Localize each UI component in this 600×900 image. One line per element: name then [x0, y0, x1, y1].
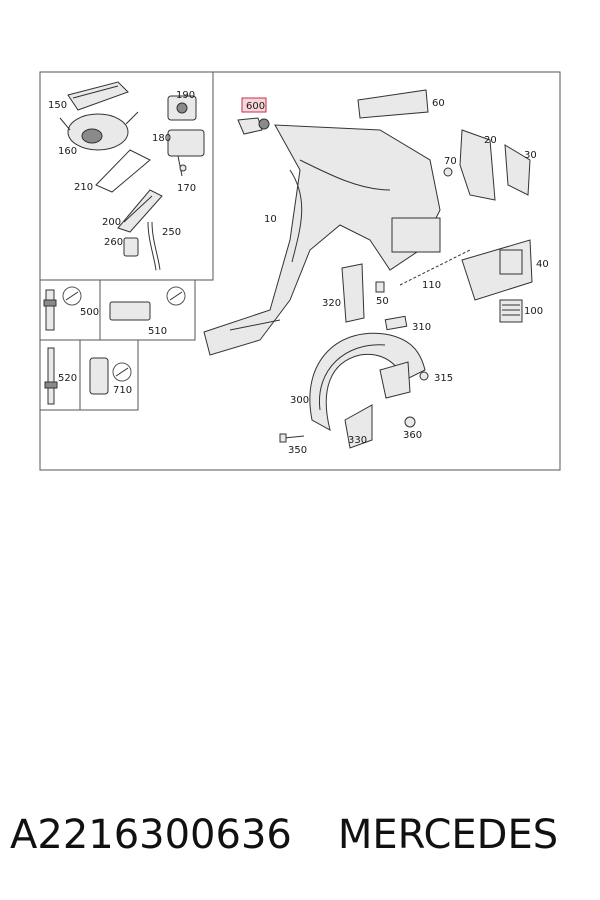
callout-320: 320	[322, 298, 341, 309]
rear-bracket-20	[459, 129, 496, 201]
fuel-door-cover	[67, 81, 129, 111]
grommet-70	[443, 167, 453, 177]
callout-210: 210	[74, 182, 93, 193]
callout-300: 300	[290, 395, 309, 406]
rear-bracket-30	[504, 144, 531, 196]
cartridge-710	[89, 357, 132, 395]
fuel-filler-housing	[59, 111, 139, 151]
drain-hose	[147, 221, 161, 271]
callout-710: 710	[113, 385, 132, 396]
vent-grille-100	[499, 299, 523, 323]
callout-180: 180	[152, 133, 171, 144]
inset-box-fuel-door	[40, 72, 214, 281]
callout-200: 200	[102, 217, 121, 228]
callout-40: 40	[536, 259, 549, 270]
trim-strip-60	[357, 89, 429, 119]
callout-10: 10	[264, 214, 277, 225]
product-footer: A2216300636 MERCEDES	[0, 800, 600, 870]
callout-30: 30	[524, 150, 537, 161]
diagram-frame	[39, 71, 561, 471]
callout-50: 50	[376, 296, 389, 307]
callout-20: 20	[484, 135, 497, 146]
screw-350	[279, 433, 305, 443]
bolt-500	[43, 286, 82, 331]
callout-100: 100	[524, 306, 543, 317]
callout-600: 600	[246, 101, 265, 112]
brand-name: MERCEDES	[337, 812, 559, 858]
pad-310	[384, 315, 408, 331]
fastener-315	[419, 371, 429, 381]
callout-315: 315	[434, 373, 453, 384]
callout-350: 350	[288, 445, 307, 456]
clip-50	[375, 281, 385, 293]
parts-diagram: 150 160 190 180 170 210 200 250 260 500 …	[39, 71, 561, 471]
quarter-panel	[203, 124, 441, 356]
highlight-box-600	[241, 97, 267, 113]
callout-190: 190	[176, 90, 195, 101]
callout-260: 260	[104, 237, 123, 248]
callout-510: 510	[148, 326, 167, 337]
inset-box-520	[40, 339, 81, 411]
callout-520: 520	[58, 373, 77, 384]
inset-box-710	[80, 339, 139, 411]
part-number: A2216300636	[10, 812, 292, 858]
callout-310: 310	[412, 322, 431, 333]
hose-clip	[123, 237, 139, 257]
fuel-door-seal	[95, 149, 151, 193]
inner-part-320	[341, 263, 365, 323]
nut-360	[404, 416, 416, 428]
callout-70: 70	[444, 156, 457, 167]
fuel-door-actuator	[167, 95, 205, 177]
rear-panel-40	[461, 239, 533, 301]
callout-250: 250	[162, 227, 181, 238]
wheel-arch-liner-300	[309, 332, 426, 449]
filter-510	[109, 286, 186, 321]
stud-520	[44, 347, 58, 405]
callout-150: 150	[48, 100, 67, 111]
callout-60: 60	[432, 98, 445, 109]
callout-170: 170	[177, 183, 196, 194]
callout-160: 160	[58, 146, 77, 157]
rod-110	[399, 249, 471, 286]
bracket-600	[237, 97, 270, 135]
callout-360: 360	[403, 430, 422, 441]
fuel-door-panel	[117, 189, 163, 233]
callout-110: 110	[422, 280, 441, 291]
callout-330: 330	[348, 435, 367, 446]
inset-box-510	[100, 279, 196, 341]
callout-500: 500	[80, 307, 99, 318]
